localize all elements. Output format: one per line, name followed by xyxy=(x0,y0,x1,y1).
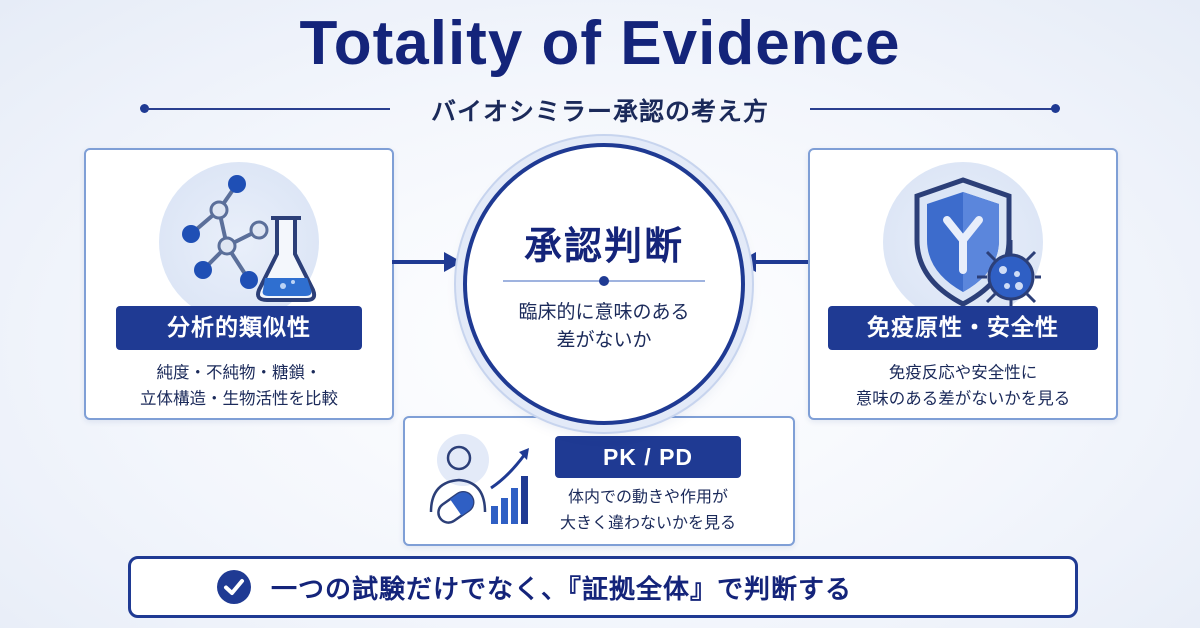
molecule-flask-icon xyxy=(159,162,319,322)
pk-pd-description: 体内での動きや作用が 大きく違わないかを見る xyxy=(537,484,759,536)
analytical-description-line-1: 純度・不純物・糖鎖・ xyxy=(156,363,322,382)
analytical-similarity-panel: 分析的類似性 純度・不純物・糖鎖・ 立体構造・生物活性を比較 xyxy=(84,148,394,420)
shield-antibody-icon xyxy=(883,162,1043,322)
subtitle-row: バイオシミラー承認の考え方 xyxy=(140,92,1060,126)
analytical-description-line-2: 立体構造・生物活性を比較 xyxy=(140,389,338,408)
subtitle-line-right xyxy=(810,108,1054,110)
right-arrow-icon xyxy=(738,252,808,272)
center-description-line-1: 臨床的に意味のある xyxy=(518,301,690,323)
immunogenicity-safety-description: 免疫反応や安全性に 意味のある差がないかを見る xyxy=(810,360,1116,412)
immunogenicity-description-line-2: 意味のある差がないかを見る xyxy=(855,389,1071,408)
pk-pd-description-line-1: 体内での動きや作用が xyxy=(567,487,728,506)
conclusion-text: 一つの試験だけでなく、『証拠全体』で判断する xyxy=(271,575,853,605)
approval-decision-circle: 承認判断 臨床的に意味のある 差がないか xyxy=(463,143,745,425)
body-pill-chart-icon xyxy=(419,428,537,536)
analytical-similarity-badge: 分析的類似性 xyxy=(116,306,362,350)
analytical-similarity-description: 純度・不純物・糖鎖・ 立体構造・生物活性を比較 xyxy=(86,360,392,412)
approval-decision-title: 承認判断 xyxy=(523,224,684,268)
left-arrow-icon xyxy=(392,252,462,272)
subtitle-dot-right xyxy=(1051,104,1060,113)
immunogenicity-description-line-1: 免疫反応や安全性に xyxy=(888,363,1038,382)
page-title: Totality of Evidence xyxy=(299,9,901,78)
subtitle-dot-left xyxy=(140,104,149,113)
center-description-line-2: 差がないか xyxy=(556,329,652,351)
conclusion-banner: 一つの試験だけでなく、『証拠全体』で判断する xyxy=(128,556,1078,618)
pk-pd-description-line-2: 大きく違わないかを見る xyxy=(559,513,736,532)
subtitle: バイオシミラー承認の考え方 xyxy=(430,97,769,126)
subtitle-line-left xyxy=(146,108,390,110)
check-icon xyxy=(217,570,251,604)
immunogenicity-safety-panel: 免疫原性・安全性 免疫反応や安全性に 意味のある差がないかを見る xyxy=(808,148,1118,420)
pk-pd-panel: PK / PD 体内での動きや作用が 大きく違わないかを見る xyxy=(403,416,795,546)
approval-decision-description: 臨床的に意味のある 差がないか xyxy=(467,298,741,354)
immunogenicity-safety-badge: 免疫原性・安全性 xyxy=(828,306,1098,350)
pk-pd-badge: PK / PD xyxy=(555,436,741,478)
center-divider-dot xyxy=(599,276,609,286)
